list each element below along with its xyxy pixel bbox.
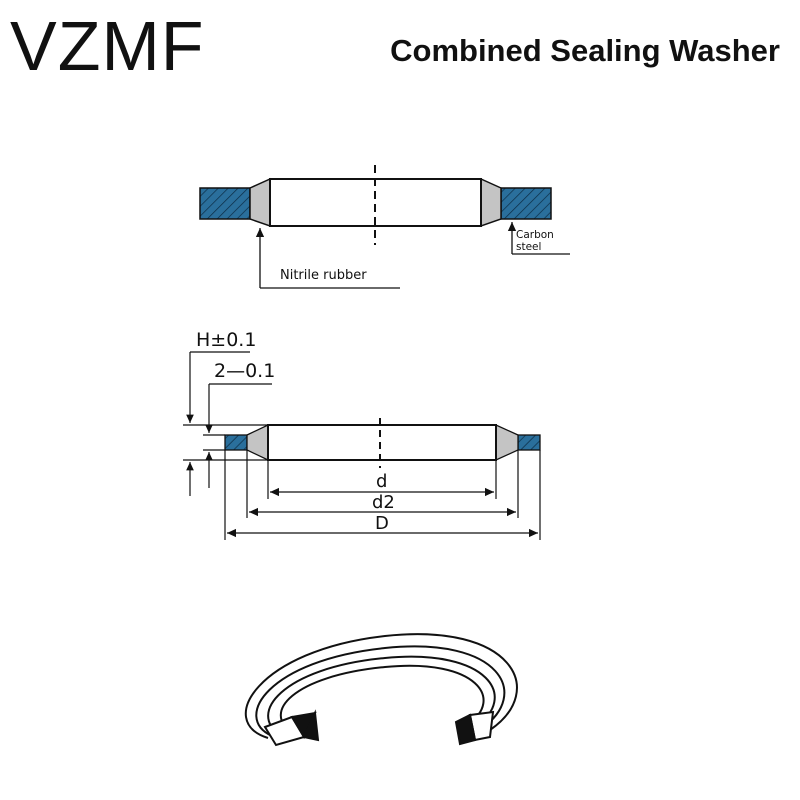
dim-right-rubber xyxy=(495,423,519,462)
carbon-steel-label-line2: steel xyxy=(516,241,541,253)
outer-diameter-label: D xyxy=(375,513,389,534)
page-title: Combined Sealing Washer xyxy=(390,33,780,68)
section-view: Nitrile rubber Carbon steel xyxy=(199,165,570,289)
left-steel-ring-section xyxy=(199,187,251,220)
carbon-steel-label-line1: Carbon xyxy=(516,229,554,241)
right-rubber-lip-section xyxy=(480,177,502,228)
nitrile-rubber-leader xyxy=(255,228,400,289)
middle-diameter-label: d2 xyxy=(372,492,395,513)
inner-diameter-label: d xyxy=(376,471,387,492)
dimension-view: H±0.1 2—0.1 d d2 D xyxy=(183,329,541,540)
brand-logo-text: VZMF xyxy=(10,7,205,85)
dim-left-steel xyxy=(224,434,248,451)
diameter-extension-lines xyxy=(224,450,541,540)
left-rubber-lip-section xyxy=(249,177,271,228)
left-cut-face xyxy=(263,709,320,747)
ring-3d-illustration xyxy=(244,633,518,747)
height-tolerance-label: H±0.1 xyxy=(196,329,256,351)
dim-right-steel xyxy=(517,434,541,451)
carbon-steel-leader xyxy=(507,222,570,255)
right-steel-ring-section xyxy=(500,187,552,220)
dim-bore-outline xyxy=(267,424,497,461)
dim-left-rubber xyxy=(246,423,269,462)
thickness-tolerance-label: 2—0.1 xyxy=(214,360,275,382)
nitrile-rubber-label: Nitrile rubber xyxy=(280,268,367,283)
right-cut-face xyxy=(454,710,495,746)
